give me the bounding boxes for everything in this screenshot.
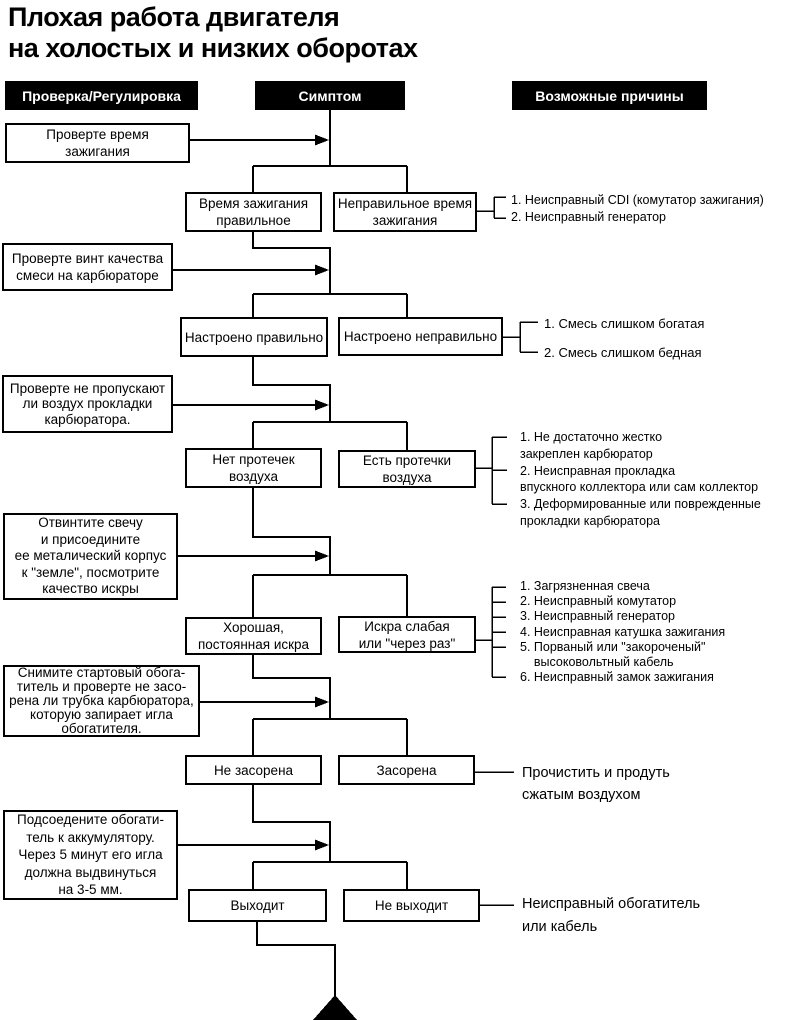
column-header-symptom: Симптом bbox=[255, 81, 405, 110]
symptom-bad-box: Есть протечки воздуха bbox=[338, 450, 476, 488]
causes-list: Прочистить и продуть сжатым воздухом bbox=[522, 765, 670, 803]
symptom-bad-box: Неправильное время зажигания bbox=[333, 192, 477, 232]
check-box-spark-quality: Отвинтите свечу и присоедините ее метали… bbox=[3, 513, 178, 600]
symptom-bad-box: Засорена bbox=[338, 755, 475, 785]
symptom-ok-box: Хорошая, постоянная искра bbox=[185, 617, 322, 655]
symptom-ok-box: Не засорена bbox=[185, 755, 322, 785]
causes-list: 1. Не достаточно жестко закреплен карбюр… bbox=[520, 430, 761, 528]
column-header-check: Проверка/Регулировка bbox=[5, 81, 198, 110]
symptom-ok-box: Нет протечек воздуха bbox=[185, 448, 322, 488]
check-box-enricher-battery: Подсоедените обогати- тель к аккумулятор… bbox=[3, 810, 178, 900]
causes-list: 1. Смесь слишком богатая 2. Смесь слишко… bbox=[544, 316, 705, 360]
check-box-carb-gaskets: Проверте не пропускают ли воздух проклад… bbox=[2, 375, 173, 433]
causes-list: 1. Неисправный CDI (комутатор зажигания)… bbox=[511, 193, 764, 224]
check-box-ignition-timing: Проверте время зажигания bbox=[5, 123, 190, 163]
column-header-causes: Возможные причины bbox=[512, 81, 707, 110]
check-box-mixture-screw: Проверте винт качества смеси на карбюрат… bbox=[2, 243, 173, 291]
check-box-enricher-tube: Снимите стартовый обога- титель и провер… bbox=[3, 665, 200, 737]
page-title: Плохая работа двигателя на холостых и ни… bbox=[8, 2, 418, 63]
symptom-ok-box: Настроено правильно bbox=[180, 317, 328, 357]
causes-list: Неисправный обогатитель или кабель bbox=[522, 896, 701, 935]
symptom-bad-box: Искра слабая или "через раз" bbox=[338, 616, 476, 653]
symptom-bad-box: Не выходит bbox=[343, 889, 480, 922]
symptom-ok-box: Выходит bbox=[188, 889, 327, 922]
causes-list: 1. Загрязненная свеча 2. Неисправный ком… bbox=[520, 579, 726, 685]
symptom-bad-box: Настроено неправильно bbox=[338, 317, 503, 356]
symptom-ok-box: Время зажигания правильное bbox=[185, 192, 322, 232]
